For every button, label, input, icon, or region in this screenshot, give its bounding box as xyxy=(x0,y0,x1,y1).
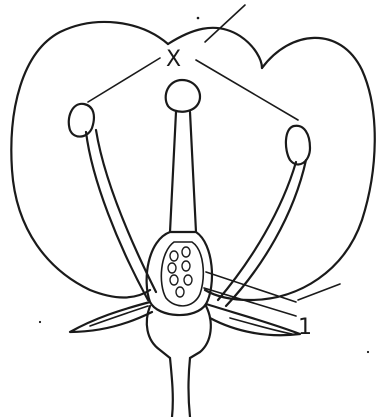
pedicel xyxy=(170,358,190,417)
stray-dot xyxy=(39,321,41,323)
ovule xyxy=(182,261,190,271)
ovary xyxy=(147,232,212,315)
ovule xyxy=(184,275,192,285)
ovule xyxy=(170,251,178,261)
marker-x-label: X xyxy=(166,47,181,72)
stray-dot xyxy=(367,351,369,353)
right-petal xyxy=(205,38,375,300)
ovules xyxy=(168,247,192,297)
pointer-line-ovary-lower xyxy=(204,288,296,316)
left-sepal xyxy=(70,302,152,332)
ovule xyxy=(182,247,190,257)
left-sepal-inner xyxy=(90,306,148,326)
right-anther xyxy=(286,126,310,165)
stray-dot xyxy=(197,17,200,20)
ovule xyxy=(168,263,176,273)
receptacle xyxy=(147,306,211,358)
left-anther xyxy=(69,104,94,137)
line-x-to-left-anther xyxy=(88,58,160,102)
left-petal xyxy=(11,22,168,298)
stigma xyxy=(166,80,200,112)
right-filament xyxy=(218,160,306,306)
ovule xyxy=(170,275,178,285)
left-filament xyxy=(86,130,156,300)
style xyxy=(170,112,196,232)
line-x-to-right-anther xyxy=(196,60,298,120)
right-sepal xyxy=(206,304,300,335)
ovule xyxy=(176,287,184,297)
marker-one-label: 1 xyxy=(298,315,312,340)
